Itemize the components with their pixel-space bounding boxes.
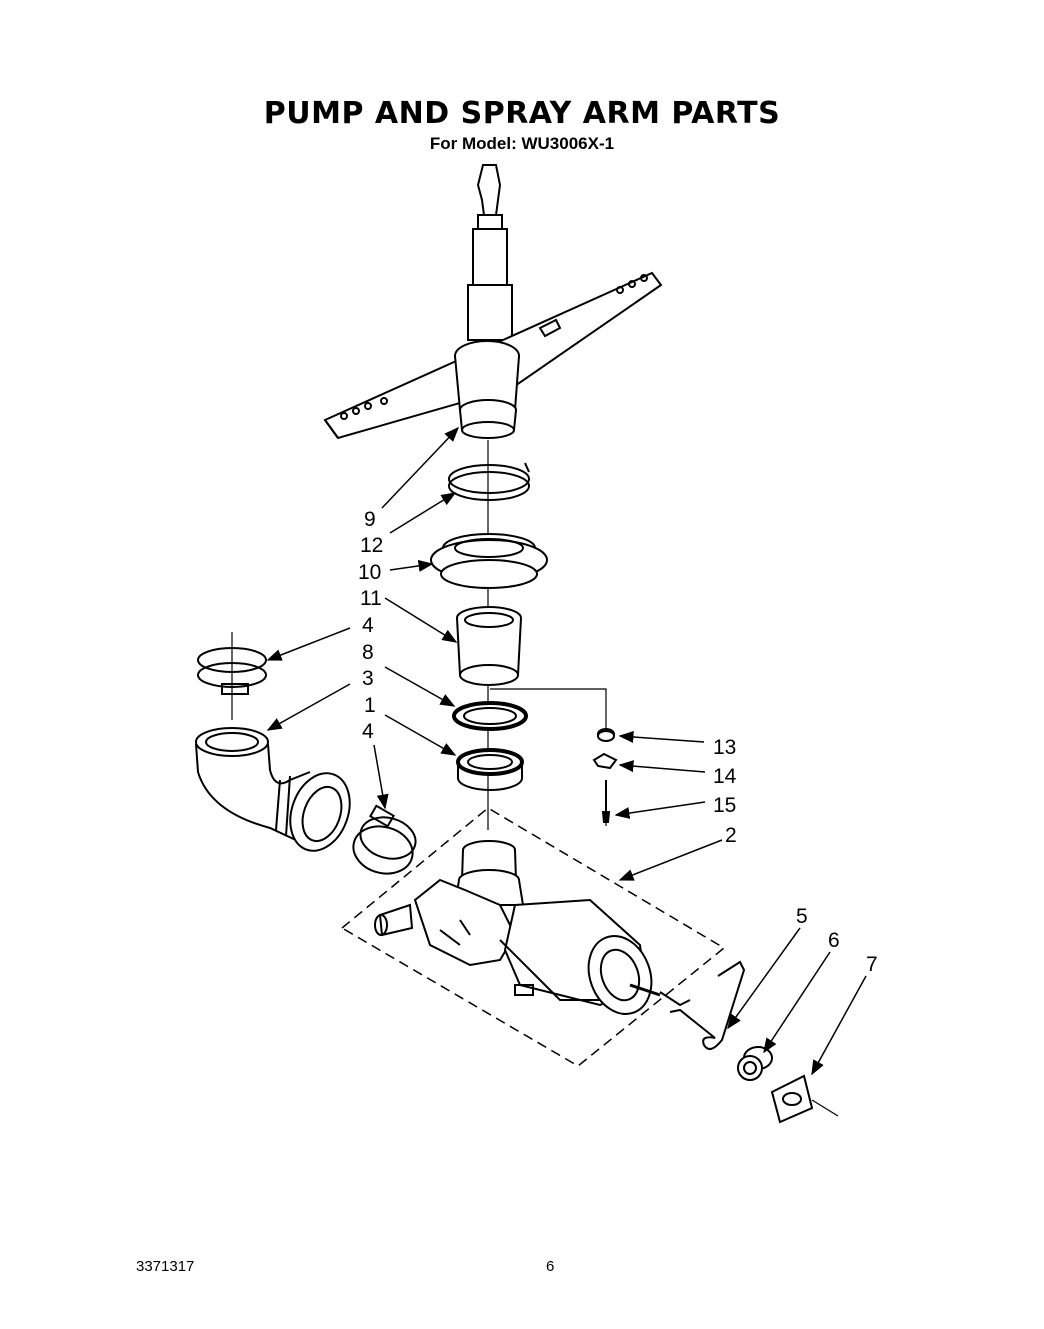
callout-7: 7 xyxy=(866,953,878,976)
page-title: PUMP AND SPRAY ARM PARTS xyxy=(263,96,781,131)
callout-14: 14 xyxy=(713,765,737,788)
callout-11: 11 xyxy=(360,587,382,610)
page-number: 6 xyxy=(546,1258,555,1275)
callout-4-lower: 4 xyxy=(362,720,374,743)
filter-cup xyxy=(456,606,522,686)
callout-2: 2 xyxy=(725,824,737,847)
callout-8: 8 xyxy=(362,641,374,664)
seal-ring-8 xyxy=(452,701,528,731)
callout-10: 10 xyxy=(358,561,381,584)
callout-5: 5 xyxy=(796,905,808,928)
callout-13: 13 xyxy=(713,736,736,759)
hose-clamp-bottom xyxy=(352,804,417,875)
retaining-ring xyxy=(448,462,530,501)
drain-elbow-hose xyxy=(195,727,351,852)
callout-1: 1 xyxy=(364,694,376,717)
screw-assembly xyxy=(490,688,618,826)
callout-6: 6 xyxy=(828,929,840,952)
callout-12: 12 xyxy=(360,534,383,557)
document-number: 3371317 xyxy=(136,1258,195,1275)
callout-9: 9 xyxy=(364,508,376,531)
callout-3: 3 xyxy=(362,667,374,690)
pump-motor-assembly xyxy=(374,840,691,1015)
spray-arm xyxy=(323,271,663,440)
grommet xyxy=(737,1046,773,1081)
callout-4: 4 xyxy=(362,614,374,637)
spray-arm-support xyxy=(430,533,548,589)
hose-clamp-top xyxy=(197,632,267,720)
callout-15: 15 xyxy=(713,794,736,817)
seal-ring-1 xyxy=(456,748,524,791)
wire-clip xyxy=(669,960,746,1050)
gasket xyxy=(770,1074,839,1124)
model-subtitle: For Model: WU3006X-1 xyxy=(429,134,615,153)
spray-arm-shaft xyxy=(467,164,513,341)
pump-assembly-outline xyxy=(340,807,726,1067)
